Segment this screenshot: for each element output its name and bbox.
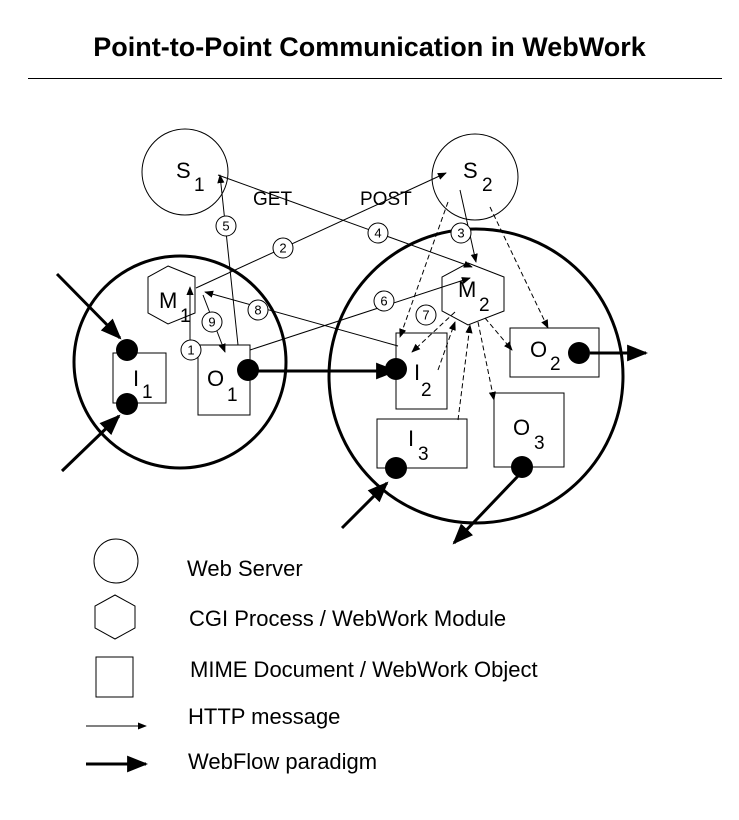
msg-dash-m2-o3 [477, 321, 496, 401]
server-s2-sub: 2 [482, 175, 493, 196]
host-circle-right [327, 227, 625, 525]
object-o3-label: O [513, 415, 530, 440]
msg-6-path [249, 277, 471, 351]
port-o2 [568, 342, 590, 364]
legend-http-message-text: HTTP message [188, 704, 340, 729]
msg-number-3: 3 [450, 222, 472, 244]
module-m1-label: M [159, 288, 177, 313]
msg-number-7: 7 [415, 304, 437, 326]
server-s2: S 2 [431, 133, 519, 221]
object-o2-label: O [530, 337, 547, 362]
svg-text:7: 7 [422, 308, 429, 323]
object-i2-label: I [414, 360, 420, 385]
module-m1: M 1 [147, 265, 196, 327]
host-circle-left [72, 254, 288, 470]
msg-post-path [195, 172, 447, 289]
svg-text:8: 8 [254, 303, 261, 318]
msg-dash-s2-o2 [489, 206, 549, 329]
object-o1-sub: 1 [227, 385, 238, 406]
msg-8-path [204, 290, 399, 347]
msg-number-6: 6 [373, 290, 395, 312]
object-i1-label: I [133, 366, 139, 391]
object-o3-sub: 3 [534, 433, 545, 454]
port-i1-bottom [116, 393, 138, 415]
msg-number-2: 2 [272, 237, 294, 259]
msg-4-path [217, 174, 473, 268]
get-label: GET [253, 189, 292, 210]
svg-text:5: 5 [222, 219, 229, 234]
msg-dash-i3-m2 [457, 324, 473, 421]
legend-web-server-icon [93, 538, 139, 584]
svg-text:3: 3 [457, 226, 464, 241]
legend-webflow-text: WebFlow paradigm [188, 749, 377, 774]
module-m1-sub: 1 [180, 306, 191, 327]
object-i3: I 3 [376, 418, 468, 469]
http-messages [186, 172, 549, 421]
module-m2-sub: 2 [479, 295, 490, 316]
flow-in-i3 [340, 481, 389, 530]
object-i2-sub: 2 [421, 380, 432, 401]
svg-text:6: 6 [380, 294, 387, 309]
legend-web-server-text: Web Server [187, 556, 303, 581]
flow-in-i1-bottom [60, 414, 121, 473]
msg-number-4: 4 [367, 222, 389, 244]
port-i2 [385, 358, 407, 380]
server-s1: S 1 [141, 128, 229, 216]
msg-number-5: 5 [215, 215, 237, 237]
port-i3 [385, 457, 407, 479]
server-s1-sub: 1 [194, 175, 205, 196]
msg-number-8: 8 [247, 299, 269, 321]
port-o1 [237, 359, 259, 381]
message-numbers: 1 2 3 4 5 6 7 8 [180, 215, 472, 361]
svg-text:9: 9 [208, 315, 215, 330]
port-i1-top [116, 339, 138, 361]
svg-text:1: 1 [187, 343, 194, 358]
object-o1: O 1 [197, 344, 251, 416]
server-s2-label: S [463, 158, 478, 183]
object-i1-sub: 1 [142, 382, 153, 403]
module-m2: M 2 [441, 262, 505, 326]
legend-mime-document-text: MIME Document / WebWork Object [190, 657, 538, 682]
page-title: Point-to-Point Communication in WebWork [93, 32, 646, 62]
legend-mime-document-icon [95, 656, 134, 698]
title-divider [28, 78, 722, 79]
port-o3 [511, 456, 533, 478]
msg-dash-m2-o2 [484, 317, 513, 351]
object-o2-sub: 2 [550, 354, 561, 375]
msg-number-9: 9 [201, 311, 223, 333]
server-s1-label: S [176, 158, 191, 183]
object-o1-label: O [207, 366, 224, 391]
flow-in-i1-top [55, 272, 122, 340]
object-o3: O 3 [493, 392, 565, 468]
webflow-arrows [55, 272, 649, 545]
msg-dash-m2-i2 [411, 311, 456, 353]
ports [116, 339, 590, 479]
legend: Web Server CGI Process / WebWork Module … [86, 538, 538, 774]
legend-cgi-process-text: CGI Process / WebWork Module [189, 606, 506, 631]
svg-text:4: 4 [374, 226, 381, 241]
object-i3-label: I [408, 426, 414, 451]
svg-text:2: 2 [279, 241, 286, 256]
object-i3-sub: 3 [418, 444, 429, 465]
msg-get-path [217, 174, 239, 346]
object-i1: I 1 [112, 352, 167, 404]
legend-cgi-process-icon [94, 594, 136, 640]
msg-number-1: 1 [180, 339, 202, 361]
flow-out-o3 [452, 473, 521, 545]
msg-dash-i2-m2 [437, 321, 456, 371]
